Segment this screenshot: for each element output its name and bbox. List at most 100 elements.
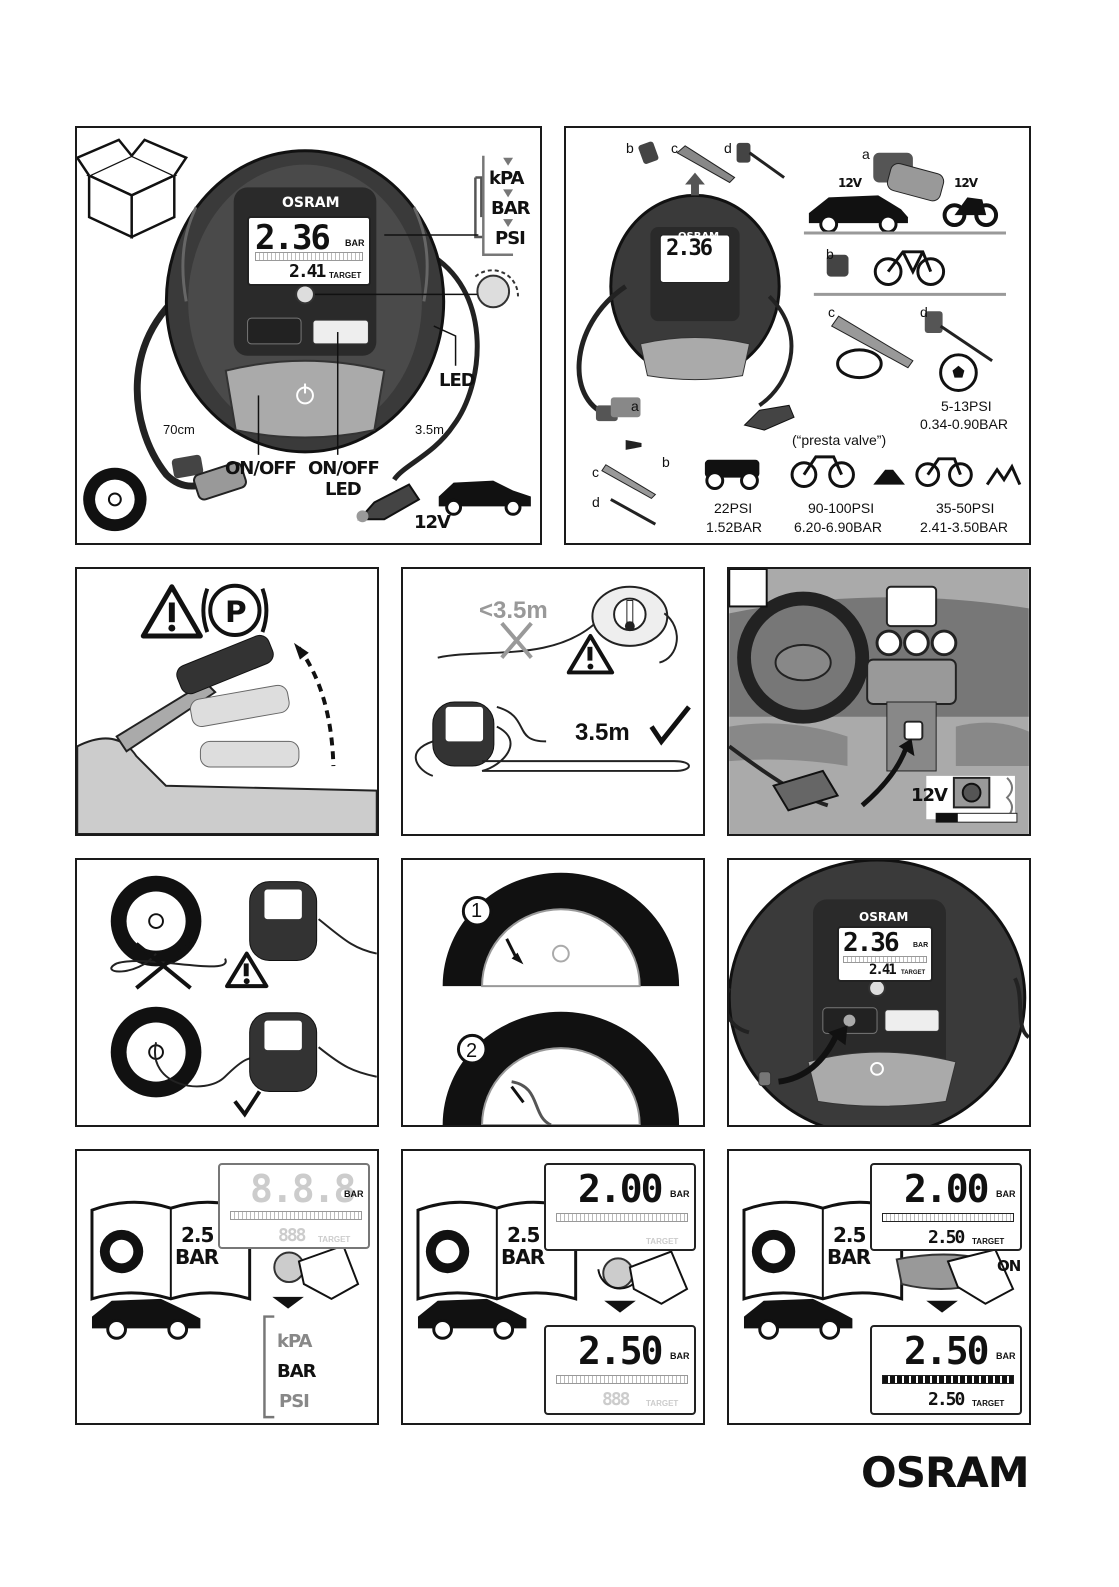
car-icon [418,1299,526,1338]
setup-unit-bar: BAR [277,1361,316,1382]
start-top-display: 2.00 BAR 2.50 TARGET [870,1163,1022,1251]
closeup-display-unit: BAR [913,942,928,949]
set-target-panel: 2.00 BAR TARGET 2.50 BAR 888 TARGET 2.5 … [401,1149,705,1425]
valve-steps-panel: 1 2 [401,858,705,1127]
mower-psi: 22PSI [714,500,752,516]
hose-letter-a: a [631,398,639,414]
start-bottom-target: 2.50 [928,1389,963,1410]
package-box-icon [77,140,186,237]
letter-a: a [862,146,870,162]
step-1-number: 1 [471,900,482,923]
bicycle-icon [875,252,943,285]
mower-bar: 1.52BAR [706,519,762,535]
set-target-top-display: 2.00 BAR TARGET [544,1163,696,1251]
presta-note: (“presta valve”) [792,432,886,448]
set-target-top-value: 2.00 [578,1167,662,1211]
start-bottom-bar [882,1375,1014,1384]
unit-psi: PSI [495,228,525,249]
small-display-value: 2.36 [666,236,711,261]
unit-bar: BAR [491,198,530,219]
start-bottom-unit: BAR [996,1351,1016,1361]
on-label: ON [997,1257,1020,1275]
moto-voltage: 12V [954,176,977,190]
socket-panel: 12V [727,567,1031,836]
setup-ghost-display: 8.8.8 BAR 888 TARGET [218,1163,370,1249]
ghost-pressure-bar [230,1211,362,1220]
power-cable-length: 3.5m [415,422,444,437]
hose-routing-illustration [77,860,377,1125]
car-voltage: 12V [838,176,861,190]
main-display: 2.36 BAR 2.41 TARGET [247,216,371,286]
ball-letter-d: d [920,304,928,320]
target-label: TARGET [329,271,361,280]
car-icon [744,1299,852,1338]
svg-text:P: P [225,595,247,629]
book-unit-2: BAR [501,1245,544,1269]
on-off-led-label-1: ON/OFF [308,458,379,479]
ghost-target-value: 888 [278,1225,305,1246]
parking-icon: P [203,586,266,635]
pressure-bar [255,252,363,261]
compressor-closeup-illustration [729,860,1029,1125]
parking-brake-illustration: P [77,569,377,834]
set-target-bottom-target: 888 [602,1389,629,1410]
wheel-icon [83,468,146,531]
letter-d: d [724,140,732,156]
start-top-unit: BAR [996,1189,1016,1199]
ghost-display-value: 8.8.8 [250,1167,354,1211]
ghost-display-unit: BAR [344,1189,364,1199]
cable-length-illustration [403,569,703,834]
book-value-3: 2.5 [833,1223,865,1247]
adapters-illustration [566,128,1029,543]
too-short-length: <3.5m [479,597,548,625]
step-2-number: 2 [466,1040,477,1063]
socket-voltage: 12V [911,785,947,806]
hose-letter-d: d [592,494,600,510]
ball-bar: 0.34-0.90BAR [920,416,1008,432]
start-bottom-value: 2.50 [904,1329,988,1373]
on-off-label: ON/OFF [225,458,296,479]
start-inflation-panel: 2.00 BAR 2.50 TARGET 2.50 BAR 2.50 TARGE… [727,1149,1031,1425]
car-icon [439,481,531,515]
letter-b: b [626,140,634,156]
bike-letter-b: b [826,246,834,262]
set-target-bottom-display: 2.50 BAR 888 TARGET [544,1325,696,1415]
closeup-display-value: 2.36 [843,928,898,958]
book-unit-3: BAR [827,1245,870,1269]
display-closeup-panel: OSRAM 2.36 BAR 2.41 TARGET [727,858,1031,1127]
ball-letter-c: c [828,304,835,320]
setup-unit-kpa: kPA [277,1331,311,1352]
target-value: 2.41 [289,261,324,282]
air-hose-length: 70cm [163,422,195,437]
start-top-label: TARGET [972,1237,1004,1246]
overview-panel: OSRAM 2.36 BAR 2.41 TARGET kPA BAR PSI L… [75,126,542,545]
set-target-bottom-value: 2.50 [578,1329,662,1373]
start-top-target: 2.50 [928,1227,963,1248]
book-unit: BAR [175,1245,218,1269]
unit-kpa: kPA [489,168,523,189]
set-target-top-label: TARGET [646,1237,678,1246]
set-target-top-bar [556,1213,688,1222]
start-bottom-display: 2.50 BAR 2.50 TARGET [870,1325,1022,1415]
setup-unit-psi: PSI [279,1391,309,1412]
closeup-target-value: 2.41 [869,962,895,978]
ball-psi: 5-13PSI [941,398,992,414]
mtb-bar: 2.41-3.50BAR [920,519,1008,535]
hose-letter-b: b [662,454,670,470]
valve-connection-illustration [403,860,703,1125]
on-off-led-label-2: LED [325,479,361,500]
parking-brake-panel: P [75,567,379,836]
book-value: 2.5 [181,1223,213,1247]
set-target-bottom-unit: BAR [670,1351,690,1361]
closeup-logo: OSRAM [859,910,908,924]
adapters-panel: OSRAM 2.36 b c d a 12V 12V b c d 5-13PSI… [564,126,1031,545]
start-top-value: 2.00 [904,1167,988,1211]
osram-brand-logo: OSRAM [861,1448,1029,1497]
voltage-label: 12V [414,512,450,533]
set-target-bottom-bar [556,1375,688,1384]
set-target-top-unit: BAR [670,1189,690,1199]
book-value-2: 2.5 [507,1223,539,1247]
road-bike-psi: 90-100PSI [808,500,874,516]
ok-length: 3.5m [575,719,630,747]
mtb-psi: 35-50PSI [936,500,994,516]
